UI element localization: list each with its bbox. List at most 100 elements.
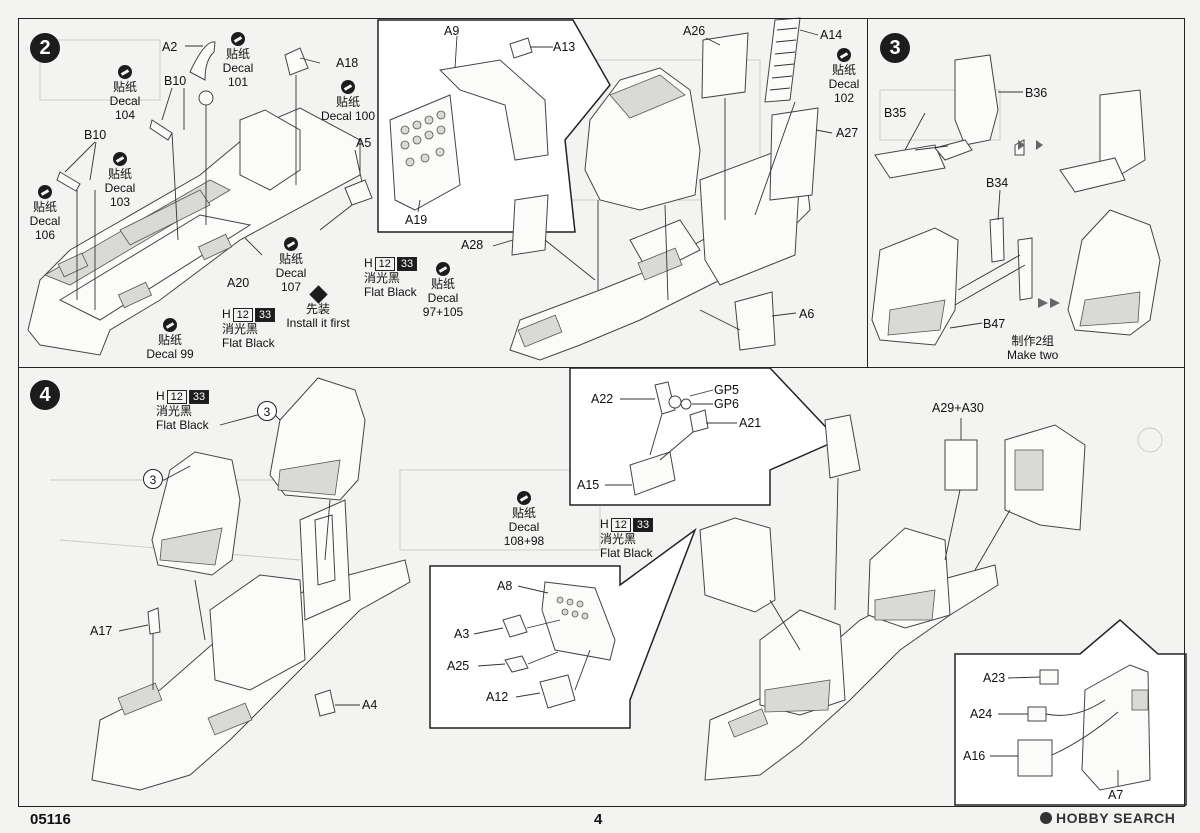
decal-en: Decal — [104, 181, 136, 195]
decal-callout: 贴纸 Decal 106 — [25, 185, 65, 242]
part-label-a8: A8 — [497, 579, 513, 593]
decal-zh: 贴纸 — [32, 200, 57, 214]
part-label-a4: A4 — [362, 698, 378, 712]
part-label-a19: A19 — [405, 213, 428, 227]
step2-inset — [377, 19, 611, 233]
part-label-a28: A28 — [461, 238, 484, 252]
paint-en: Flat Black — [364, 284, 417, 299]
decal-no: 97+105 — [422, 305, 464, 319]
part-label-a17: A17 — [90, 624, 113, 638]
paint-en: Flat Black — [156, 417, 209, 432]
paint-code: 33 — [632, 517, 654, 532]
decal-no: 101 — [227, 75, 249, 89]
step-ref-3: 3 — [143, 469, 163, 489]
paint-code: 12 — [232, 307, 253, 322]
paint-zh: 消光黑 — [364, 270, 401, 285]
decal-callout: 贴纸 Decal 101 — [218, 32, 258, 89]
decal-callout: 贴纸 Decal 97+105 — [415, 262, 471, 319]
part-label-a27: A27 — [836, 126, 859, 140]
part-label-a13: A13 — [553, 40, 576, 54]
part-label-a6: A6 — [799, 307, 815, 321]
part-label-gp5: GP5 — [714, 383, 740, 397]
decal-no: 103 — [109, 195, 131, 209]
decal-callout: 贴纸 Decal 102 — [824, 48, 864, 105]
make-two-en: Make two — [1007, 348, 1059, 362]
part-label-a26: A26 — [683, 24, 706, 38]
part-label-a2: A2 — [162, 40, 178, 54]
decal-callout: 贴纸 Decal 107 — [271, 237, 311, 294]
step4-tub-right — [699, 414, 1086, 781]
decal-callout: 贴纸 Decal 99 — [140, 318, 200, 361]
kit-number: 05116 — [30, 811, 71, 828]
decal-en: Decal — [427, 291, 459, 305]
paint-en: Flat Black — [222, 335, 275, 350]
watermark-logo-icon — [1040, 812, 1052, 824]
decal-en: Decal — [275, 266, 307, 280]
step4-insets — [429, 367, 1187, 806]
decal-icon — [341, 80, 355, 94]
part-label-a5: A5 — [356, 136, 372, 150]
install-first-en: Install it first — [286, 316, 350, 330]
decal-callout: 贴纸 Decal 100 — [315, 80, 381, 123]
paint-code: 33 — [188, 389, 210, 404]
decal-zh: 贴纸 — [157, 333, 182, 347]
make-two-note: 制作2组 Make two — [1007, 334, 1058, 362]
paint-zh: 消光黑 — [156, 403, 193, 418]
paint-code: 12 — [374, 256, 395, 271]
decal-icon — [113, 152, 127, 166]
part-label-a3: A3 — [454, 627, 470, 641]
decal-icon — [38, 185, 52, 199]
part-label-gp6: GP6 — [714, 397, 740, 411]
decal-icon — [163, 318, 177, 332]
make-two-zh: 制作2组 — [1011, 334, 1055, 348]
part-label-a21: A21 — [739, 416, 762, 430]
install-first-icon — [308, 285, 328, 304]
leader-lines — [64, 29, 1119, 786]
decal-zh: 贴纸 — [831, 63, 856, 77]
part-label-a23: A23 — [983, 671, 1006, 685]
decal-zh: 贴纸 — [335, 95, 360, 109]
decal-en: Decal 100 — [320, 109, 376, 123]
paint-code: 12 — [166, 389, 187, 404]
paint-letter: H — [364, 256, 373, 270]
part-label-b36: B36 — [1025, 86, 1048, 100]
part-label-a15: A15 — [577, 478, 600, 492]
decal-icon — [517, 491, 531, 505]
page-number: 4 — [594, 811, 603, 828]
part-label-a18: A18 — [336, 56, 359, 70]
part-label-a7: A7 — [1108, 788, 1124, 802]
decal-callout: 贴纸 Decal 104 — [105, 65, 145, 122]
part-label-a29-a30: A29+A30 — [932, 401, 984, 415]
step3-seats — [871, 54, 1161, 346]
step-ref-3: 3 — [257, 401, 277, 421]
part-label-a14: A14 — [820, 28, 843, 42]
decal-icon — [118, 65, 132, 79]
part-label-b10: B10 — [164, 74, 187, 88]
decal-no: 107 — [280, 280, 302, 294]
part-label-b35: B35 — [884, 106, 907, 120]
decal-no: 106 — [34, 228, 56, 242]
paint-en: Flat Black — [600, 545, 653, 560]
part-label-b47: B47 — [983, 317, 1006, 331]
paint-letter: H — [156, 389, 165, 403]
paint-zh: 消光黑 — [222, 321, 259, 336]
decal-en: Decal — [828, 77, 860, 91]
install-first-callout: 先装 Install it first — [282, 285, 354, 330]
decal-callout: 贴纸 Decal 103 — [100, 152, 140, 209]
part-label-a24: A24 — [970, 707, 993, 721]
decal-icon — [231, 32, 245, 46]
paint-letter: H — [600, 517, 609, 531]
part-label-a20: A20 — [227, 276, 250, 290]
install-first-zh: 先装 — [305, 302, 330, 316]
decal-zh: 贴纸 — [112, 80, 137, 94]
decal-en: Decal — [508, 520, 540, 534]
paint-code: 33 — [396, 256, 418, 271]
decal-zh: 贴纸 — [107, 167, 132, 181]
decal-en: Decal 99 — [146, 347, 194, 361]
part-label-a12: A12 — [486, 690, 509, 704]
decal-zh: 贴纸 — [225, 47, 250, 61]
